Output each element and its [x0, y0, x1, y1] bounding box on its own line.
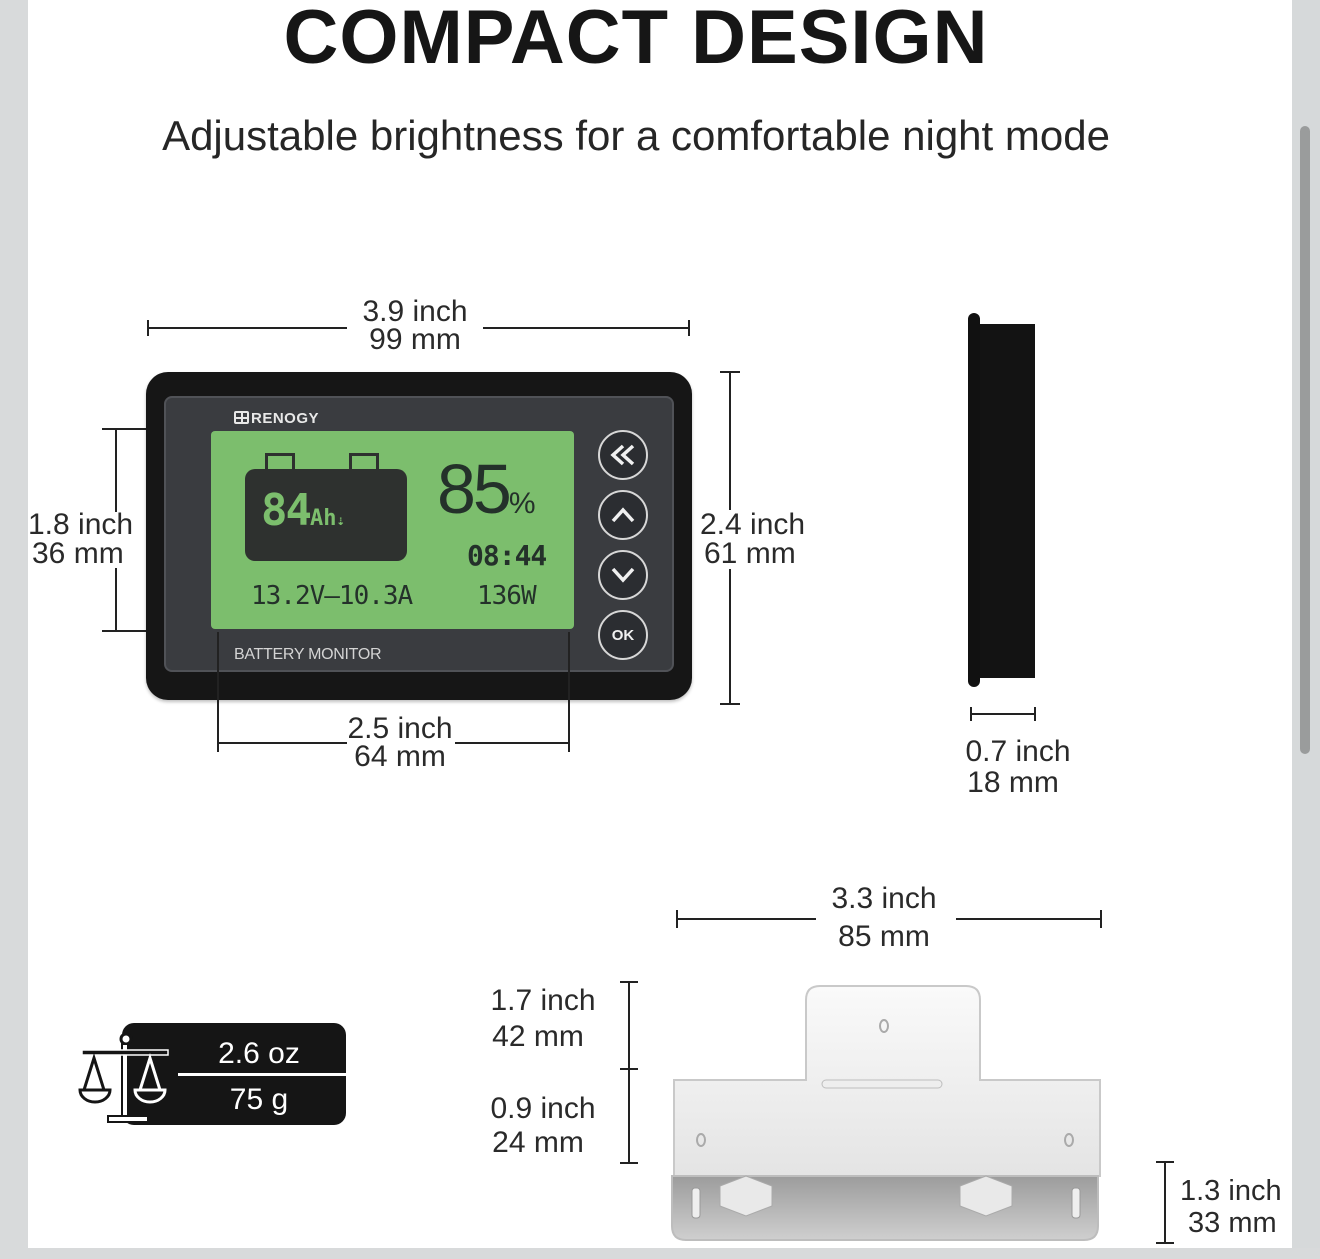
dimension-tick	[1156, 1161, 1174, 1163]
battery-icon: 84Ah⇣	[245, 469, 407, 561]
bracket-width-inch: 3.3 inch	[831, 882, 937, 915]
battery-terminal-icon	[265, 453, 295, 469]
dimension-tick	[620, 981, 638, 983]
dimension-line-left	[147, 327, 347, 329]
chevron-up-icon	[611, 507, 635, 523]
state-of-charge: 85%	[437, 449, 536, 529]
dimension-line-right	[956, 918, 1102, 920]
capacity-value: 84	[261, 485, 312, 536]
weight-divider	[178, 1073, 346, 1076]
capacity-readout: 84Ah⇣	[261, 485, 345, 536]
weight-g: 75 g	[229, 1083, 289, 1116]
dimension-line-left	[217, 742, 347, 744]
discharge-arrow-icon: ⇣	[336, 513, 345, 529]
page-subtitle: Adjustable brightness for a comfortable …	[162, 112, 1110, 159]
screen-width-mm: 64 mm	[354, 740, 446, 773]
renogy-logo-icon	[234, 411, 249, 424]
dimension-tick	[970, 707, 972, 721]
front-width-inch: 3.9 inch	[362, 295, 468, 328]
mounting-bracket	[671, 985, 1101, 1241]
dimension-line-right	[483, 327, 690, 329]
dimension-line-vertical	[628, 982, 630, 1164]
lcd-screen: 84Ah⇣ 85% 08:44 13.2V–10.3A 136W	[211, 431, 574, 629]
screen-width-inch: 2.5 inch	[347, 712, 453, 745]
time-remaining: 08:44	[467, 539, 547, 572]
bracket-width-mm: 85 mm	[838, 920, 930, 953]
dimension-tick	[720, 703, 740, 705]
brand-name: RENOGY	[251, 410, 320, 427]
brand-logo: RENOGY	[234, 410, 319, 427]
double-chevron-left-icon	[610, 444, 635, 466]
scale-icon	[78, 1032, 169, 1123]
screen-height-inch: 1.8 inch	[28, 508, 134, 541]
battery-monitor-front: RENOGY 84Ah⇣ 85% 08:44 13.2V–10.3A 136W …	[146, 372, 692, 700]
up-button	[598, 490, 648, 540]
dimension-tick	[1100, 910, 1102, 928]
percent-value: 85	[437, 450, 512, 528]
dimension-line-vertical	[115, 428, 117, 512]
dimension-line-right	[455, 742, 570, 744]
dimension-line-vertical	[217, 632, 219, 752]
bottom-edge	[0, 1248, 1320, 1259]
front-height-inch: 2.4 inch	[698, 508, 808, 541]
bracket-depth-inch: 1.3 inch	[1180, 1175, 1282, 1207]
front-width-mm: 99 mm	[369, 323, 461, 356]
capacity-unit: Ah	[309, 506, 337, 531]
dimension-tick	[147, 320, 149, 336]
chevron-down-icon	[611, 567, 635, 583]
bracket-upper-height-inch: 1.7 inch	[490, 984, 596, 1017]
down-button	[598, 550, 648, 600]
page-title: COMPACT DESIGN	[283, 0, 989, 80]
dimension-tick	[620, 1068, 638, 1070]
bracket-lower-height-mm: 24 mm	[492, 1126, 584, 1159]
side-bezel	[968, 313, 980, 687]
weight-oz: 2.6 oz	[218, 1037, 300, 1070]
dimension-line-vertical	[568, 632, 570, 752]
device-bezel: RENOGY 84Ah⇣ 85% 08:44 13.2V–10.3A 136W …	[164, 396, 674, 672]
dimension-tick	[1034, 707, 1036, 721]
bracket-depth-mm: 33 mm	[1188, 1207, 1277, 1239]
ok-button: OK	[598, 610, 648, 660]
dimension-tick	[720, 371, 740, 373]
dimension-line-vertical	[115, 568, 117, 631]
power-readout: 136W	[477, 581, 537, 611]
device-label: BATTERY MONITOR	[234, 646, 382, 663]
dimension-line-left	[676, 918, 816, 920]
battery-terminal-icon	[349, 453, 379, 469]
dimension-tick	[688, 320, 690, 336]
battery-monitor-side	[977, 324, 1035, 678]
voltage-current-readout: 13.2V–10.3A	[251, 581, 413, 611]
dimension-tick	[1156, 1242, 1174, 1244]
dimension-line	[970, 713, 1036, 715]
percent-unit: %	[508, 487, 536, 520]
back-button	[598, 430, 648, 480]
bracket-lower-height-inch: 0.9 inch	[490, 1092, 596, 1125]
front-height-mm: 61 mm	[702, 537, 798, 570]
weight-badge: 2.6 oz 75 g	[122, 1023, 346, 1125]
dimension-tick	[676, 910, 678, 928]
screen-height-mm: 36 mm	[32, 537, 124, 570]
scrollbar-thumb[interactable]	[1300, 126, 1310, 754]
side-depth-inch: 0.7 inch	[965, 735, 1071, 768]
dimension-tick	[620, 1162, 638, 1164]
side-depth-mm: 18 mm	[967, 766, 1059, 799]
dimension-line-vertical	[1164, 1162, 1166, 1244]
bracket-upper-height-mm: 42 mm	[492, 1020, 584, 1053]
